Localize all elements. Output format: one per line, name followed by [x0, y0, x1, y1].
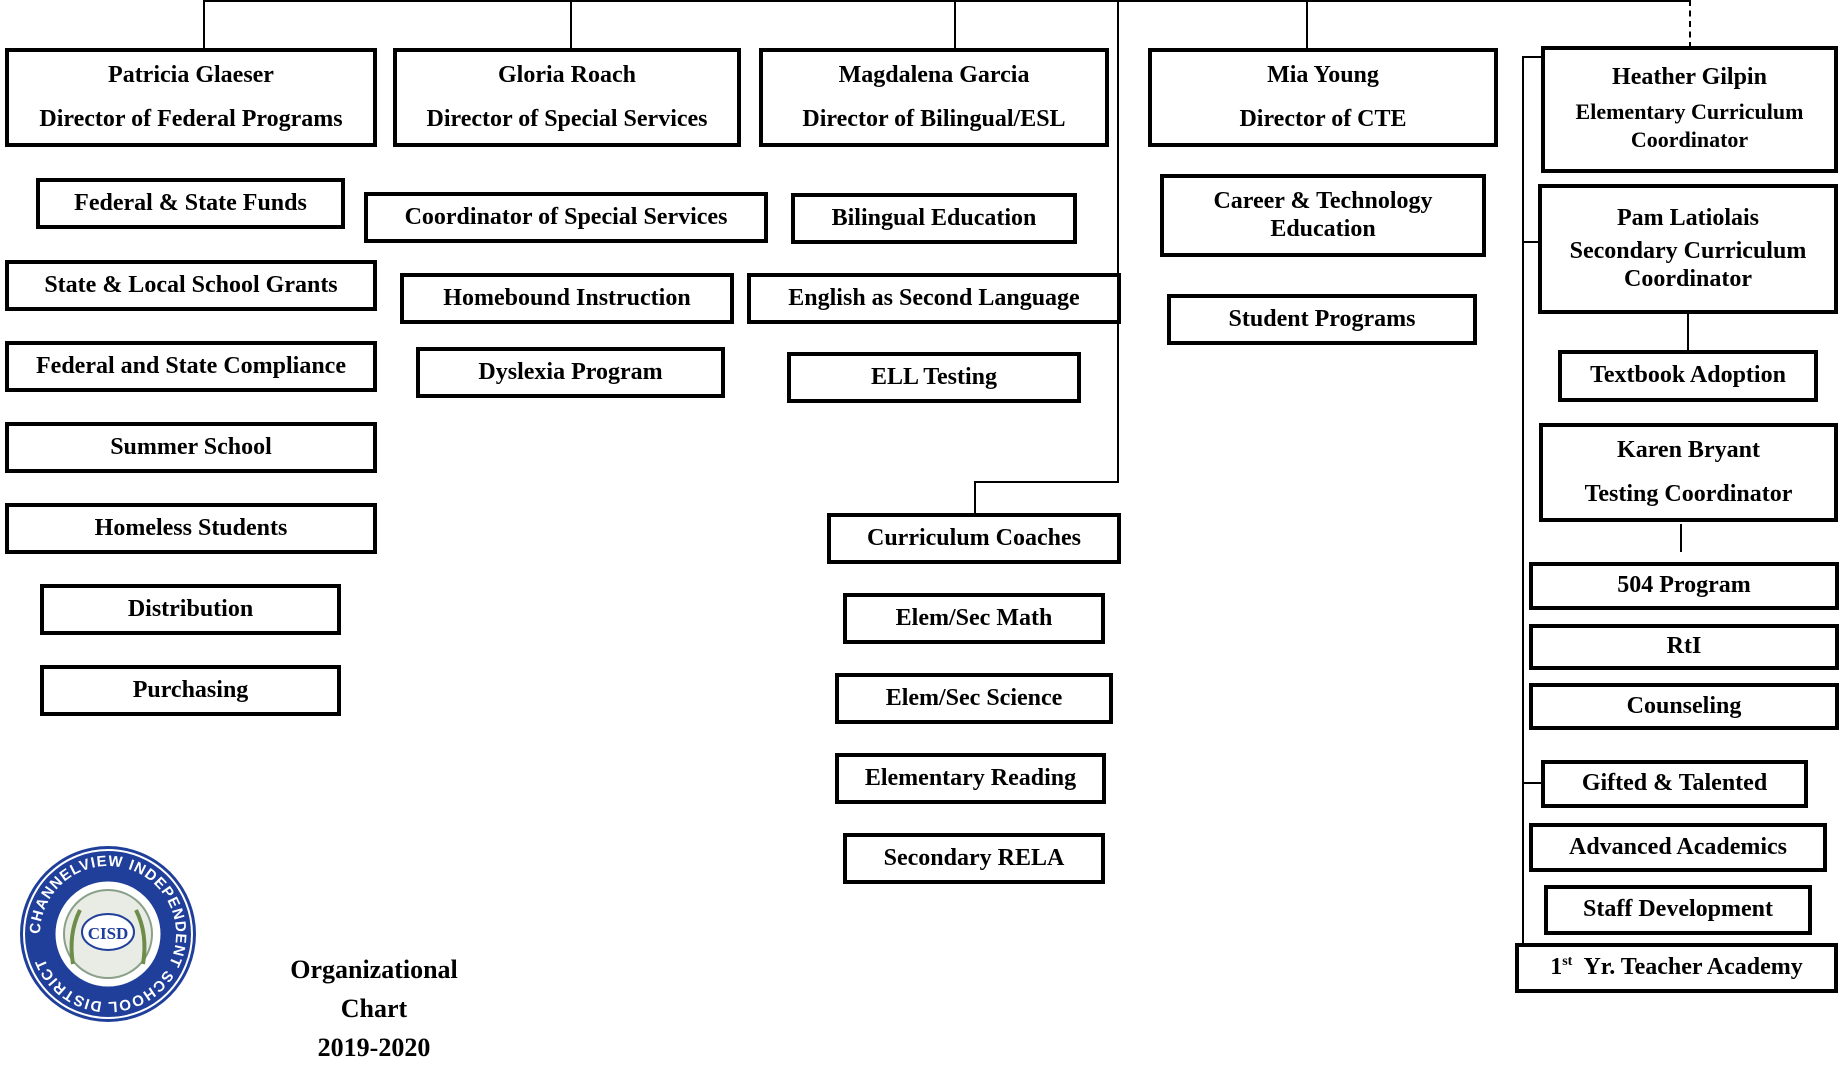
- box-teacher-academy: 1st Yr. Teacher Academy: [1515, 943, 1838, 993]
- director-name: Karen Bryant: [1617, 436, 1760, 463]
- chart-title: Organizational Chart: [290, 955, 458, 1023]
- box-summer-school: Summer School: [5, 422, 377, 473]
- box-gifted-talented: Gifted & Talented: [1541, 760, 1808, 808]
- box-curriculum-coaches: Curriculum Coaches: [827, 513, 1121, 564]
- box-counseling: Counseling: [1529, 683, 1839, 730]
- teacher-academy-label: Yr. Teacher Academy: [1583, 954, 1803, 981]
- box-advanced-academics: Advanced Academics: [1529, 823, 1827, 872]
- director-name: Magdalena Garcia: [838, 61, 1030, 88]
- director-box-heather-gilpin: Heather Gilpin Elementary Curriculum Coo…: [1541, 46, 1838, 173]
- right-spine-tick-pam: [1522, 241, 1541, 243]
- director-name: Pam Latiolais: [1617, 204, 1759, 231]
- box-career-technology-education: Career & Technology Education: [1160, 174, 1486, 257]
- connector-special: [570, 0, 572, 49]
- right-spine-tick-gifted: [1522, 782, 1541, 784]
- connector-curriculum-horizontal: [974, 481, 1119, 483]
- director-title: Director of Bilingual/ESL: [802, 105, 1066, 132]
- box-ell-testing: ELL Testing: [787, 352, 1081, 403]
- svg-text:CISD: CISD: [88, 924, 129, 943]
- connector-right-dashed: [1689, 0, 1691, 48]
- chart-year: 2019-2020: [317, 1033, 431, 1062]
- director-title: Testing Coordinator: [1584, 480, 1793, 507]
- box-rti: RtI: [1529, 624, 1839, 670]
- director-box-pam-latiolais: Pam Latiolais Secondary Curriculum Coord…: [1538, 184, 1838, 314]
- director-name: Gloria Roach: [498, 61, 636, 88]
- director-name: Patricia Glaeser: [108, 61, 274, 88]
- box-secondary-rela: Secondary RELA: [843, 833, 1105, 884]
- director-title: Director of Federal Programs: [39, 105, 343, 132]
- connector-bilingual: [954, 0, 956, 49]
- box-distribution: Distribution: [40, 584, 341, 635]
- director-title: Director of Special Services: [426, 105, 708, 132]
- district-seal-logo: CISD CHANNELVIEW INDEPENDENT SCHOOL DIST…: [18, 844, 198, 1024]
- box-student-programs: Student Programs: [1167, 294, 1477, 345]
- seal-icon: CISD CHANNELVIEW INDEPENDENT SCHOOL DIST…: [20, 846, 196, 1022]
- director-box-cte: Mia Young Director of CTE: [1148, 48, 1498, 147]
- director-title: Elementary Curriculum Coordinator: [1575, 98, 1804, 153]
- box-purchasing: Purchasing: [40, 665, 341, 716]
- box-coordinator-special-services: Coordinator of Special Services: [364, 192, 768, 243]
- box-federal-state-funds: Federal & State Funds: [36, 178, 345, 229]
- director-box-bilingual: Magdalena Garcia Director of Bilingual/E…: [759, 48, 1109, 147]
- director-box-federal-programs: Patricia Glaeser Director of Federal Pro…: [5, 48, 377, 147]
- connector-curriculum-down: [974, 481, 976, 514]
- right-spine-line: [1522, 56, 1524, 993]
- box-bilingual-education: Bilingual Education: [791, 193, 1077, 244]
- box-elem-sec-math: Elem/Sec Math: [843, 593, 1105, 644]
- box-federal-state-compliance: Federal and State Compliance: [5, 341, 377, 392]
- director-box-karen-bryant: Karen Bryant Testing Coordinator: [1539, 423, 1838, 522]
- box-homeless-students: Homeless Students: [5, 503, 377, 554]
- right-spine-top-tick: [1522, 56, 1541, 58]
- footer-title-block: Organizational Chart 2019-2020: [254, 950, 494, 1067]
- connector-cte: [1306, 0, 1308, 49]
- box-textbook-adoption: Textbook Adoption: [1558, 350, 1818, 402]
- director-name: Mia Young: [1267, 61, 1379, 88]
- box-504-program: 504 Program: [1529, 562, 1839, 610]
- box-elem-sec-science: Elem/Sec Science: [835, 673, 1113, 724]
- box-elementary-reading: Elementary Reading: [835, 753, 1106, 804]
- director-title: Secondary Curriculum Coordinator: [1569, 238, 1807, 292]
- director-title: Director of CTE: [1239, 105, 1407, 132]
- connector-pam-textbook: [1687, 312, 1689, 351]
- teacher-academy-number: 1: [1550, 954, 1563, 981]
- connector-karen-504: [1680, 524, 1682, 552]
- teacher-academy-ordinal: st: [1562, 954, 1573, 970]
- box-state-local-grants: State & Local School Grants: [5, 260, 377, 311]
- director-name: Heather Gilpin: [1612, 64, 1767, 91]
- director-box-special-services: Gloria Roach Director of Special Service…: [393, 48, 741, 147]
- connector-curriculum-vertical: [1117, 0, 1119, 481]
- box-dyslexia-program: Dyslexia Program: [416, 347, 725, 398]
- box-homebound-instruction: Homebound Instruction: [400, 273, 734, 324]
- box-english-second-language: English as Second Language: [747, 273, 1121, 324]
- connector-federal: [203, 0, 205, 49]
- top-connector-line: [203, 0, 1690, 2]
- box-staff-development: Staff Development: [1544, 885, 1812, 935]
